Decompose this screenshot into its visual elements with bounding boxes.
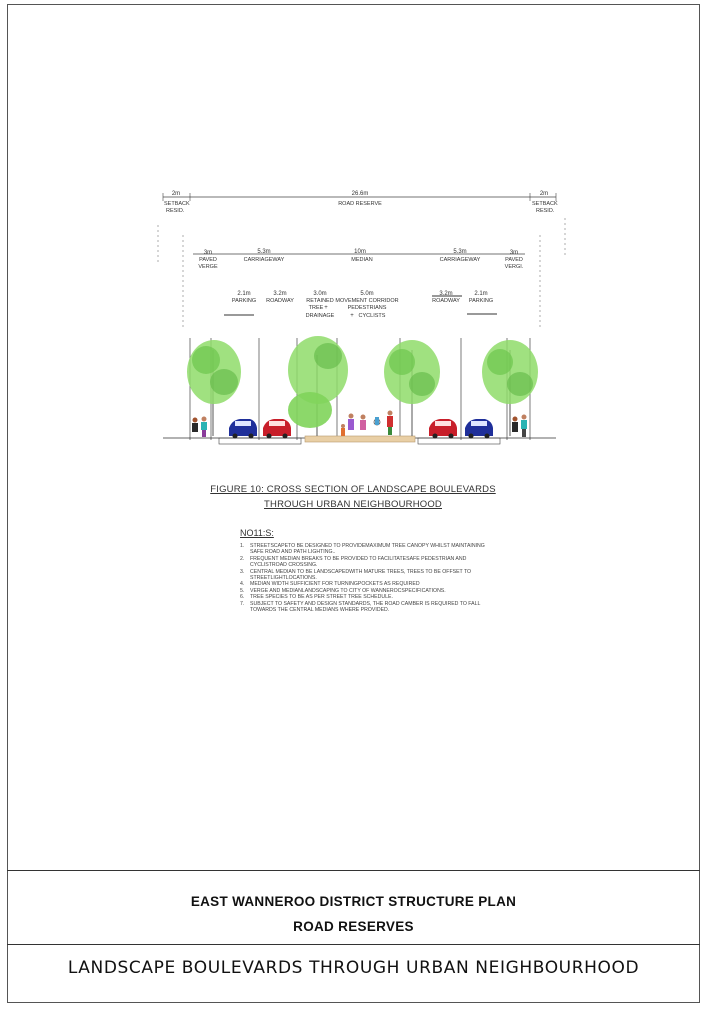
title-block-line1: EAST WANNEROO DISTRICT STRUCTURE PLAN [190,894,517,909]
cross-section-drawing: 2m 26.6m 2m SETBACK RESID. SETBACK RESID… [157,191,566,445]
tree-median-left [288,336,348,436]
pedestrians-left [192,416,207,437]
road-reserve-dim: 26.6m [352,191,369,197]
note-item: 6.TREE SPECIES TO BE AS PER STREET TREE … [240,594,393,601]
car-red-left [263,419,291,439]
car-blue-right [465,419,493,439]
corridor-label: MOVEMENT CORRIDOR [335,298,398,304]
roadway-left-dim: 3.2m [273,291,286,297]
carriageway-left-label: CARRIAGEWAY [244,257,285,263]
tree-median-right [384,340,440,436]
lane-dimensions: 3m 5.3m 10m 5.3m 3m PAVED VERGE CARRIAGE… [193,249,525,270]
parking-left-label: PARKING [232,298,256,304]
road-reserve-label: ROAD RESERVE [338,201,382,207]
pedestrians-median [341,410,393,436]
title-block-line2: ROAD RESERVES [293,919,414,934]
roadway-right-label: ROADWAY [432,298,460,304]
car-red-right [429,419,457,439]
note-item: 2.FREQUENT MEDIAN BREAKS TO BE PROVIDED … [240,555,467,569]
setback-right-dim: 2m [540,191,548,197]
tree-plus: + [324,305,328,311]
cyclists-plus: + [350,313,354,319]
carriageway-right-label: CARRIAGEWAY [440,257,481,263]
car-blue-left [229,419,257,439]
tree-right-verge [482,340,538,436]
figure-caption-line1: FIGURE 10: CROSS SECTION OF LANDSCAPE BO… [210,484,496,495]
retained-tree-dim: 3.0m [313,291,326,297]
resid-left-label: RESID. [166,208,185,214]
paved-right-label: PAVED [505,257,523,263]
resid-right-label: RESID. [536,208,555,214]
title-block: EAST WANNEROO DISTRICT STRUCTURE PLAN RO… [7,870,700,945]
median-dim: 10m [354,249,366,255]
cyclists-label: CYCLISTS [359,313,386,319]
pedestrians-right [512,414,527,437]
carriageway-right-dim: 5.3m [453,249,466,255]
drainage-label: DRAINAGE [306,313,335,319]
notes-list: 1.STREETSCAPETO BE DESIGNED TO PROVIDEMA… [240,543,490,613]
ground-profile [163,435,556,445]
paved-verge-right-dim: 3m [510,250,518,256]
sheet-title: LANDSCAPE BOULEVARDS THROUGH URBAN NEIGH… [67,958,640,978]
parking-right-dim: 2.1m [474,291,487,297]
retained-label: RETAINED [306,298,333,304]
paved-verge-left-dim: 3m [204,250,212,256]
roadway-left-label: ROADWAY [266,298,294,304]
note-item: 3.CENTRAL MEDIAN TO BE LANDSCAPEDWITH MA… [240,568,472,582]
corridor-dim: 5.0m [360,291,373,297]
road-reserve-dimension: 2m 26.6m 2m SETBACK RESID. SETBACK RESID… [162,191,558,214]
carriageway-left-dim: 5.3m [257,249,270,255]
roadway-right-dim: 3.2m [439,291,452,297]
tree-label: TREE [309,305,324,311]
parking-left-dim: 2.1m [237,291,250,297]
property-line-marks [157,218,566,330]
setback-right-label: SETBACK [532,201,558,207]
note-item: 5.VERGE AND MEDIANLANDSCAPING TO CITY OF… [240,587,446,594]
verge-right-label: VERGI. [505,264,524,270]
note-item: 4.MEDIAN WIDTH SUFFICIENT FOR TURNINGPOC… [240,581,420,588]
figure-caption-line2: THROUGH URBAN NEIGHBOURHOOD [264,499,442,510]
median-strip [304,435,416,443]
drawing-sheet [7,4,700,1003]
note-item: 1.STREETSCAPETO BE DESIGNED TO PROVIDEMA… [240,543,485,556]
setback-left-label: SETBACK [164,201,190,207]
notes-heading: NO11:S: [240,528,274,538]
median-label: MEDIAN [351,257,372,263]
lane-details: 2.1m PARKING 3.2m ROADWAY 3.0m RETAINED … [224,291,497,319]
parking-right-label: PARKING [469,298,493,304]
setback-left-dim: 2m [172,191,180,197]
paved-left-label: PAVED [199,257,217,263]
tree-left-verge [187,340,241,436]
verge-left-label: VERGE [198,264,218,270]
pedestrians-label: PEDESTRIANS [348,305,387,311]
note-item: 7.SUBJECT TO SAFETY AND DESIGN STANDARDS… [240,600,481,614]
